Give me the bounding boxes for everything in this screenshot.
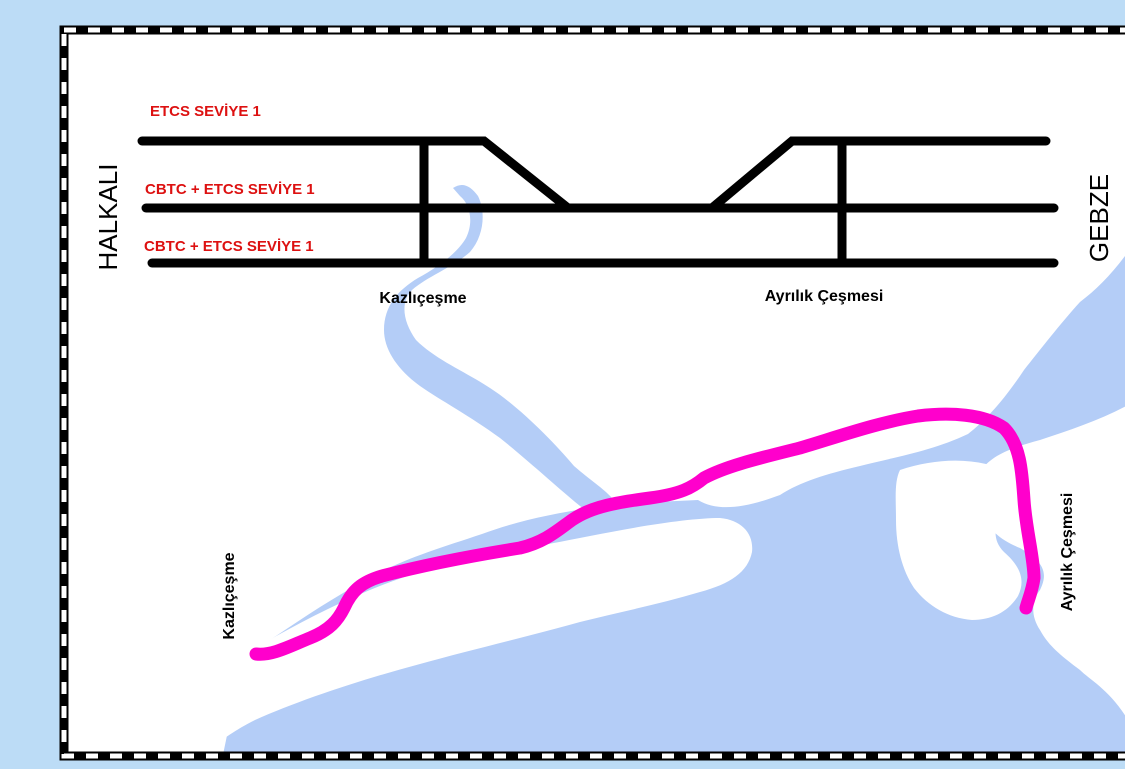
asian-side-land xyxy=(895,460,1022,620)
marmaray-route-line xyxy=(249,407,1041,661)
dashed-frame xyxy=(59,25,1125,761)
historic-peninsula-land xyxy=(215,518,753,745)
track-label-top: ETCS SEVİYE 1 xyxy=(150,103,261,120)
endpoint-halkali: HALKALI xyxy=(93,164,123,271)
track-label-middle: CBTC + ETCS SEVİYE 1 xyxy=(145,181,315,198)
track-top xyxy=(137,136,1051,213)
map-station-kazlicesme: Kazlıçeşme xyxy=(221,552,238,639)
endpoint-gebze: GEBZE xyxy=(1084,174,1114,262)
track-label-bottom: CBTC + ETCS SEVİYE 1 xyxy=(144,238,314,255)
map-station-ayrilik: Ayrılık Çeşmesi xyxy=(1059,493,1076,612)
schematic-station-kazlicesme: Kazlıçeşme xyxy=(379,290,466,307)
track-schematic xyxy=(137,136,1059,268)
frame-dashes xyxy=(61,27,1125,759)
schematic-station-ayrilik: Ayrılık Çeşmesi xyxy=(765,288,884,305)
